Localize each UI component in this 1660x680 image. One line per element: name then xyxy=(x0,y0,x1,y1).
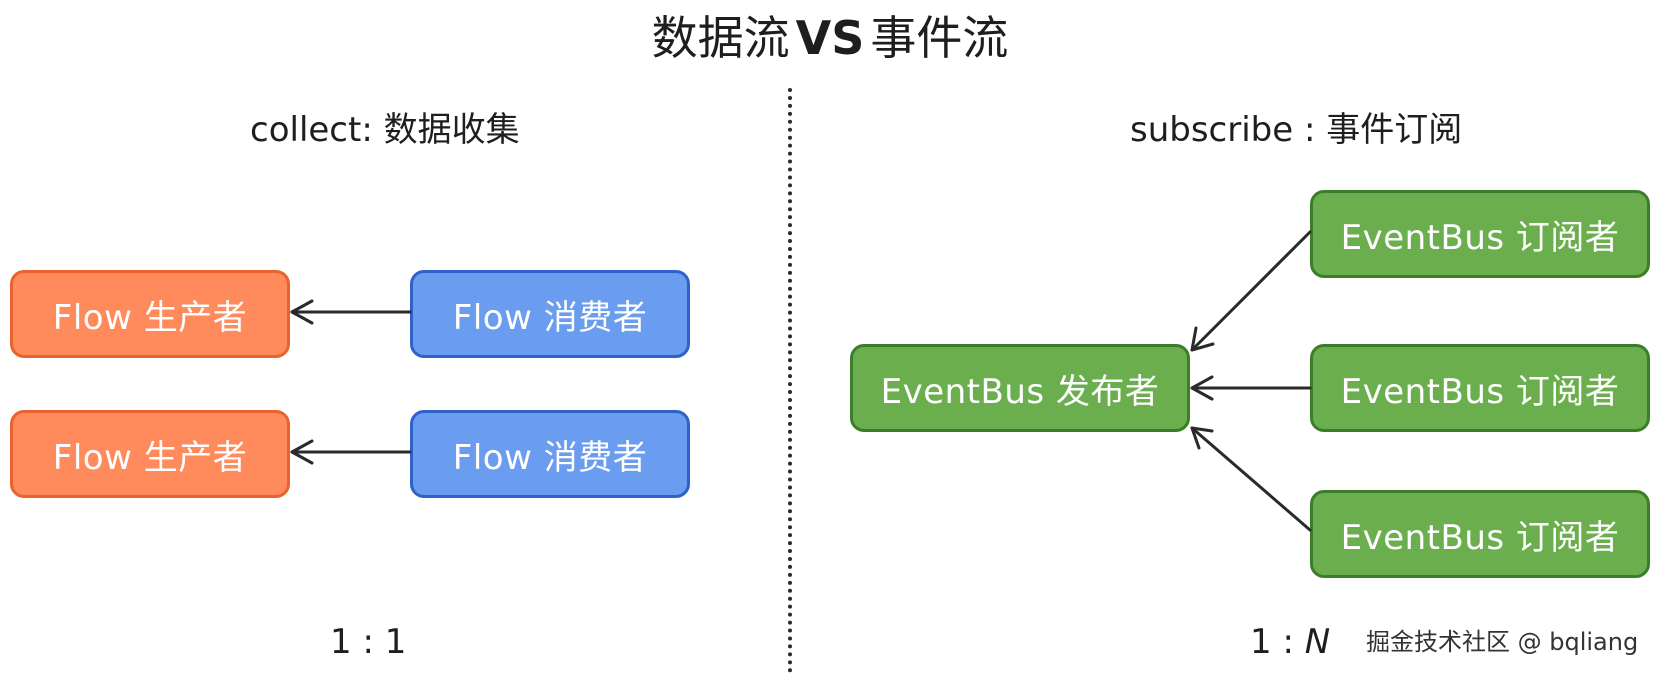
flow-producer-node-1: Flow 生产者 xyxy=(10,270,290,358)
watermark: 掘金技术社区 @ bqliang xyxy=(1366,628,1639,656)
eventbus-subscriber-node-2: EventBus 订阅者 xyxy=(1310,344,1650,432)
arrow-consumer-to-producer-1 xyxy=(290,299,412,325)
left-subtitle: collect: 数据收集 xyxy=(250,110,520,150)
eventbus-publisher-node: EventBus 发布者 xyxy=(850,344,1190,432)
title-right: 事件流 xyxy=(870,11,1009,65)
flow-producer-label: Flow 生产者 xyxy=(52,437,248,478)
eventbus-subscriber-label: EventBus 订阅者 xyxy=(1340,217,1620,258)
arrow-consumer-to-producer-2 xyxy=(290,439,412,465)
left-ratio: 1 : 1 xyxy=(330,622,407,662)
right-ratio-prefix: 1 : xyxy=(1250,622,1305,662)
flow-consumer-node-2: Flow 消费者 xyxy=(410,410,690,498)
right-subtitle: subscribe : 事件订阅 xyxy=(1130,110,1463,150)
eventbus-subscriber-node-1: EventBus 订阅者 xyxy=(1310,190,1650,278)
arrow-subscriber-to-publisher-3 xyxy=(1190,426,1312,532)
eventbus-subscriber-label: EventBus 订阅者 xyxy=(1340,371,1620,412)
right-ratio: 1 : N xyxy=(1250,622,1330,662)
title-vs: VS xyxy=(795,11,865,65)
arrow-subscriber-to-publisher-2 xyxy=(1190,375,1312,401)
right-ratio-n: N xyxy=(1304,622,1331,662)
flow-producer-node-2: Flow 生产者 xyxy=(10,410,290,498)
arrow-subscriber-to-publisher-1 xyxy=(1190,230,1312,352)
dotted-divider xyxy=(788,88,792,673)
eventbus-subscriber-node-3: EventBus 订阅者 xyxy=(1310,490,1650,578)
eventbus-publisher-label: EventBus 发布者 xyxy=(880,371,1160,412)
eventbus-subscriber-label: EventBus 订阅者 xyxy=(1340,517,1620,558)
flow-consumer-label: Flow 消费者 xyxy=(452,297,648,338)
flow-consumer-label: Flow 消费者 xyxy=(452,437,648,478)
flow-consumer-node-1: Flow 消费者 xyxy=(410,270,690,358)
flow-producer-label: Flow 生产者 xyxy=(52,297,248,338)
title-left: 数据流 xyxy=(651,11,790,65)
